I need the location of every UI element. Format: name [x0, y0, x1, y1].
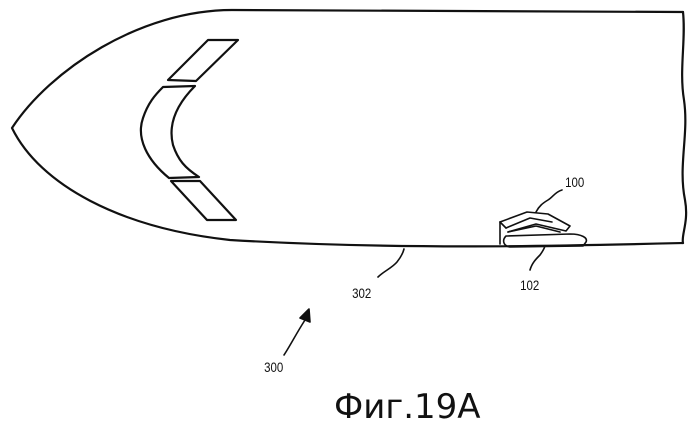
cockpit-window-upper: [168, 40, 238, 81]
label-ref-102: 102: [520, 277, 539, 293]
label-ref-100: 100: [565, 174, 584, 190]
label-ref-302: 302: [352, 285, 371, 301]
label-ref-300: 300: [264, 359, 283, 375]
figure-caption: Фиг.19A: [334, 387, 481, 426]
cockpit-window-lower: [171, 181, 236, 220]
fuselage-break-line: [682, 12, 686, 243]
cockpit-window-middle: [141, 86, 199, 178]
leader-line-102: [530, 246, 545, 270]
pointer-arrow-300: [284, 309, 310, 355]
leader-line-100: [536, 190, 562, 212]
leader-line-302: [378, 249, 404, 277]
fuselage-outline: [12, 10, 683, 246]
component-100: [500, 212, 570, 244]
